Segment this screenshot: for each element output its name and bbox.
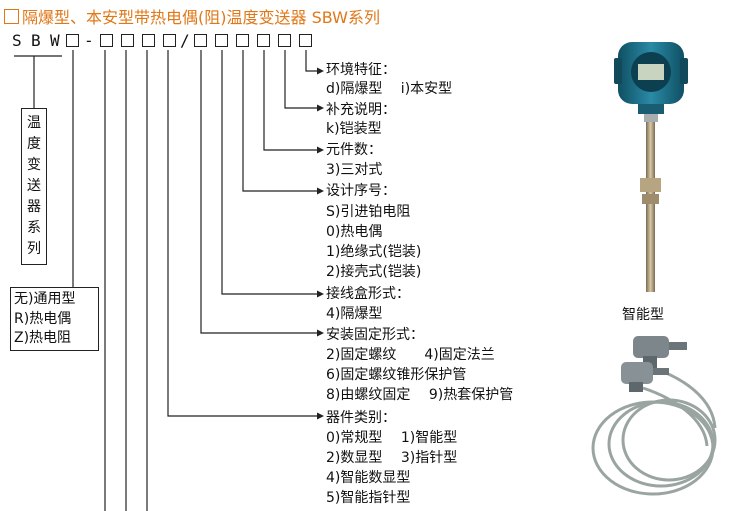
code-box-9 [278, 34, 291, 47]
code-char-s: S [12, 31, 22, 50]
page-title: 隔爆型、本安型带热电偶(阻)温度变送器 SBW系列 [4, 4, 380, 28]
field-device-line: 0)常规型 1)智能型 [326, 430, 458, 446]
smart-transmitter-image [614, 42, 688, 292]
field-junction-line: 4)隔爆型 [326, 306, 383, 322]
field-design-line: 1)绝缘式(铠装) [326, 244, 422, 260]
field-install-heading: 安装固定形式： [326, 327, 424, 343]
type-option: R)热电偶 [14, 310, 72, 327]
series-char: 变 [27, 157, 41, 173]
code-box-3 [142, 34, 155, 47]
field-supp-line: k)铠装型 [326, 121, 382, 137]
code-slash: / [180, 31, 190, 50]
code-box-1 [100, 34, 113, 47]
product-caption: 智能型 [622, 307, 664, 323]
field-install-line: 8)由螺纹固定 9)热套保护管 [326, 387, 514, 403]
series-char: 器 [27, 199, 41, 215]
code-box-type [66, 34, 79, 47]
type-options-box: 无)通用型 R)热电偶 Z)热电阻 [10, 287, 99, 351]
field-elem-line: 3)三对式 [326, 162, 383, 178]
field-device-heading: 器件类别： [326, 410, 396, 426]
field-env-line: d)隔爆型 i)本安型 [326, 81, 453, 97]
field-design-heading: 设计序号： [326, 183, 396, 199]
series-char: 度 [27, 136, 41, 152]
field-device-line: 5)智能指针型 [326, 490, 411, 506]
field-junction-heading: 接线盒形式： [326, 286, 410, 302]
code-char-w: W [50, 31, 60, 50]
field-device-line: 4)智能数显型 [326, 470, 411, 486]
code-box-7 [236, 34, 249, 47]
armored-sensor-image [591, 336, 717, 496]
code-dash: - [84, 31, 94, 50]
code-box-8 [257, 34, 270, 47]
code-box-10 [299, 34, 312, 47]
series-char: 系 [27, 220, 41, 236]
code-char-b: B [31, 31, 41, 50]
code-box-6 [215, 34, 228, 47]
series-char: 送 [27, 178, 41, 194]
title-square-icon [4, 9, 19, 24]
field-install-line: 6)固定螺纹锥形保护管 [326, 367, 467, 383]
series-char: 温 [27, 115, 41, 131]
code-box-4 [163, 34, 176, 47]
field-design-line: S)引进铂电阻 [326, 204, 411, 220]
type-option: Z)热电阻 [14, 330, 72, 346]
series-label-box: 温 度 变 送 器 系 列 [21, 108, 47, 265]
field-supp-heading: 补充说明： [326, 102, 396, 118]
code-box-2 [121, 34, 134, 47]
field-env-heading: 环境特征： [326, 62, 396, 78]
type-option: 无)通用型 [14, 291, 76, 307]
field-design-line: 0)热电偶 [326, 224, 383, 240]
title-text: 隔爆型、本安型带热电偶(阻)温度变送器 SBW系列 [22, 8, 380, 27]
series-char: 列 [27, 241, 41, 257]
field-install-line: 2)固定螺纹 4)固定法兰 [326, 347, 495, 363]
field-design-line: 2)接壳式(铠装) [326, 264, 422, 280]
field-device-line: 2)数显型 3)指针型 [326, 450, 458, 466]
code-box-5 [194, 34, 207, 47]
field-elem-heading: 元件数： [326, 142, 382, 158]
